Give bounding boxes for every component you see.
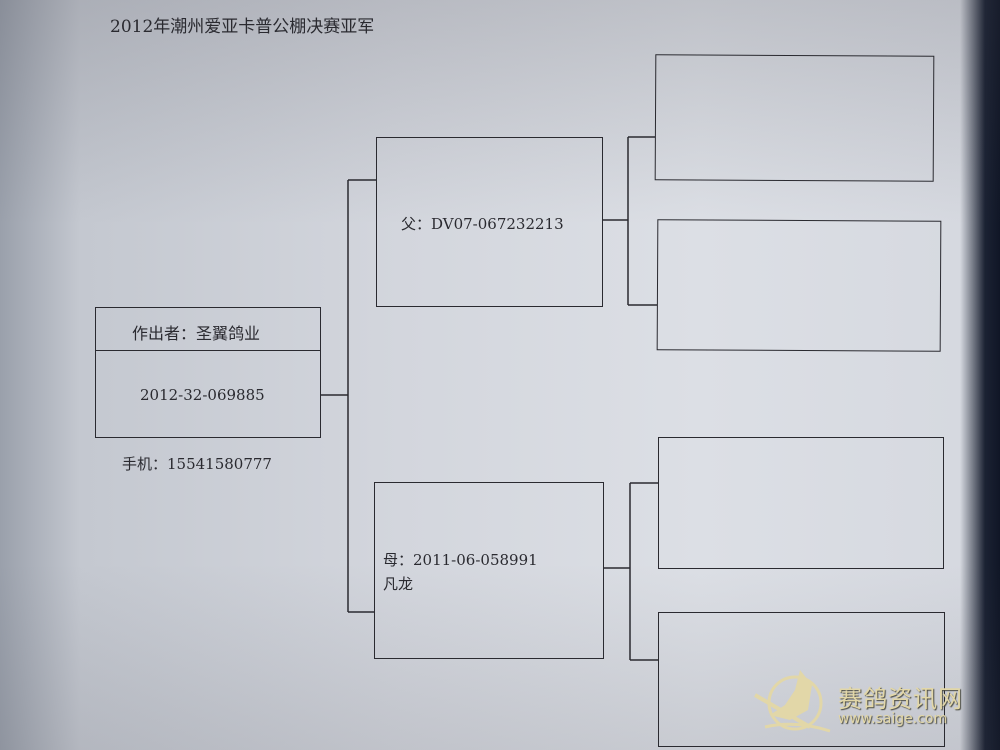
phone-label: 手机：15541580777 — [122, 455, 272, 473]
dam-box: 母：2011-06-058991 凡龙 — [374, 482, 604, 659]
watermark-url: www.saige.com — [838, 711, 948, 727]
subject-box: 作出者：圣翼鸽业 2012-32-069885 — [95, 307, 321, 438]
page-title: 2012年潮州爱亚卡普公棚决赛亚军 — [110, 17, 375, 37]
sire-box: 父：DV07-067232213 — [376, 137, 603, 307]
dam-sire-box — [658, 437, 944, 569]
dam-dam-box — [658, 612, 945, 747]
dam-name: 凡龙 — [383, 575, 414, 593]
dam-label: 母：2011-06-058991 — [383, 551, 538, 569]
sire-label: 父：DV07-067232213 — [401, 215, 564, 233]
breeder-label: 作出者：圣翼鸽业 — [132, 324, 261, 343]
watermark-name: 赛鸽资讯网 — [838, 685, 963, 713]
pigeon-logo-icon — [753, 670, 831, 733]
watermark-logo: 赛鸽资讯网 www.saige.com — [750, 665, 970, 740]
sire-dam-box — [656, 219, 942, 352]
sire-sire-box — [654, 54, 935, 182]
subject-ring: 2012-32-069885 — [140, 386, 265, 404]
subject-divider — [96, 350, 320, 351]
